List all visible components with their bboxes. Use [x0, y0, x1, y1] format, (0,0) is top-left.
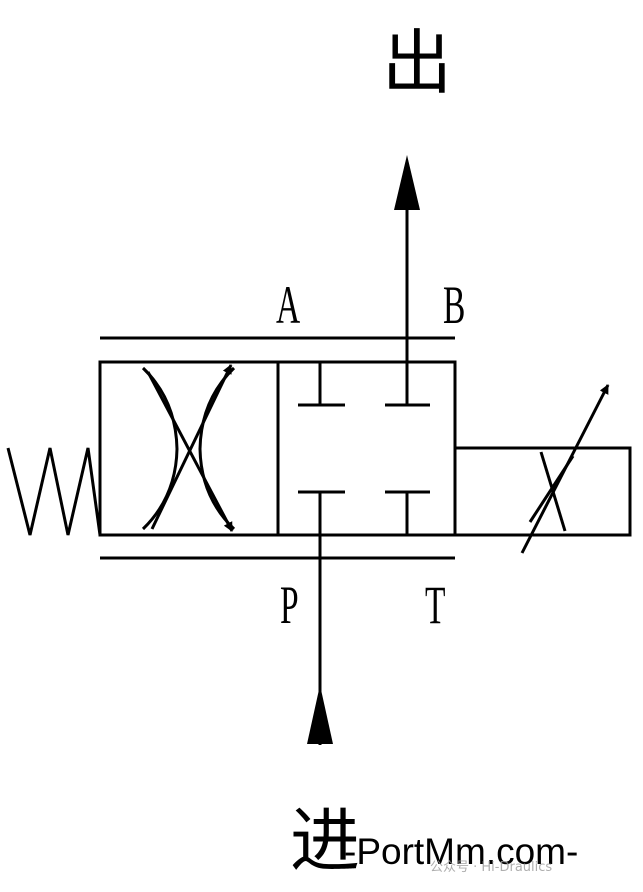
- outlet-arrow-head-icon: [394, 155, 420, 210]
- actuator-cross-stroke-b: [528, 455, 575, 523]
- port-p-label: P: [280, 575, 299, 635]
- cross-arrow-up: [150, 364, 233, 530]
- outlet-label: 出: [382, 22, 452, 104]
- watermark-text: -PortMm.com-: [344, 831, 579, 872]
- port-b-label: B: [443, 275, 466, 335]
- spring-symbol: [6, 447, 102, 536]
- inlet-label: 进: [290, 800, 360, 882]
- actuator-box: [453, 446, 632, 537]
- actuator-cross-stroke-a: [539, 451, 567, 532]
- crossing-arc-lower-right: [198, 448, 236, 531]
- cross-arrow-down: [146, 371, 234, 532]
- inlet-arrow-head-icon: [307, 685, 333, 744]
- port-a-label: A: [276, 275, 301, 335]
- watermark-overlay: 公众号 · Hi-Draulics: [430, 860, 553, 875]
- port-t-label: T: [425, 575, 446, 635]
- crossing-arc-upper-left: [141, 366, 179, 450]
- valve-envelope-right: [276, 360, 457, 537]
- crossing-arc-upper-right: [198, 366, 236, 450]
